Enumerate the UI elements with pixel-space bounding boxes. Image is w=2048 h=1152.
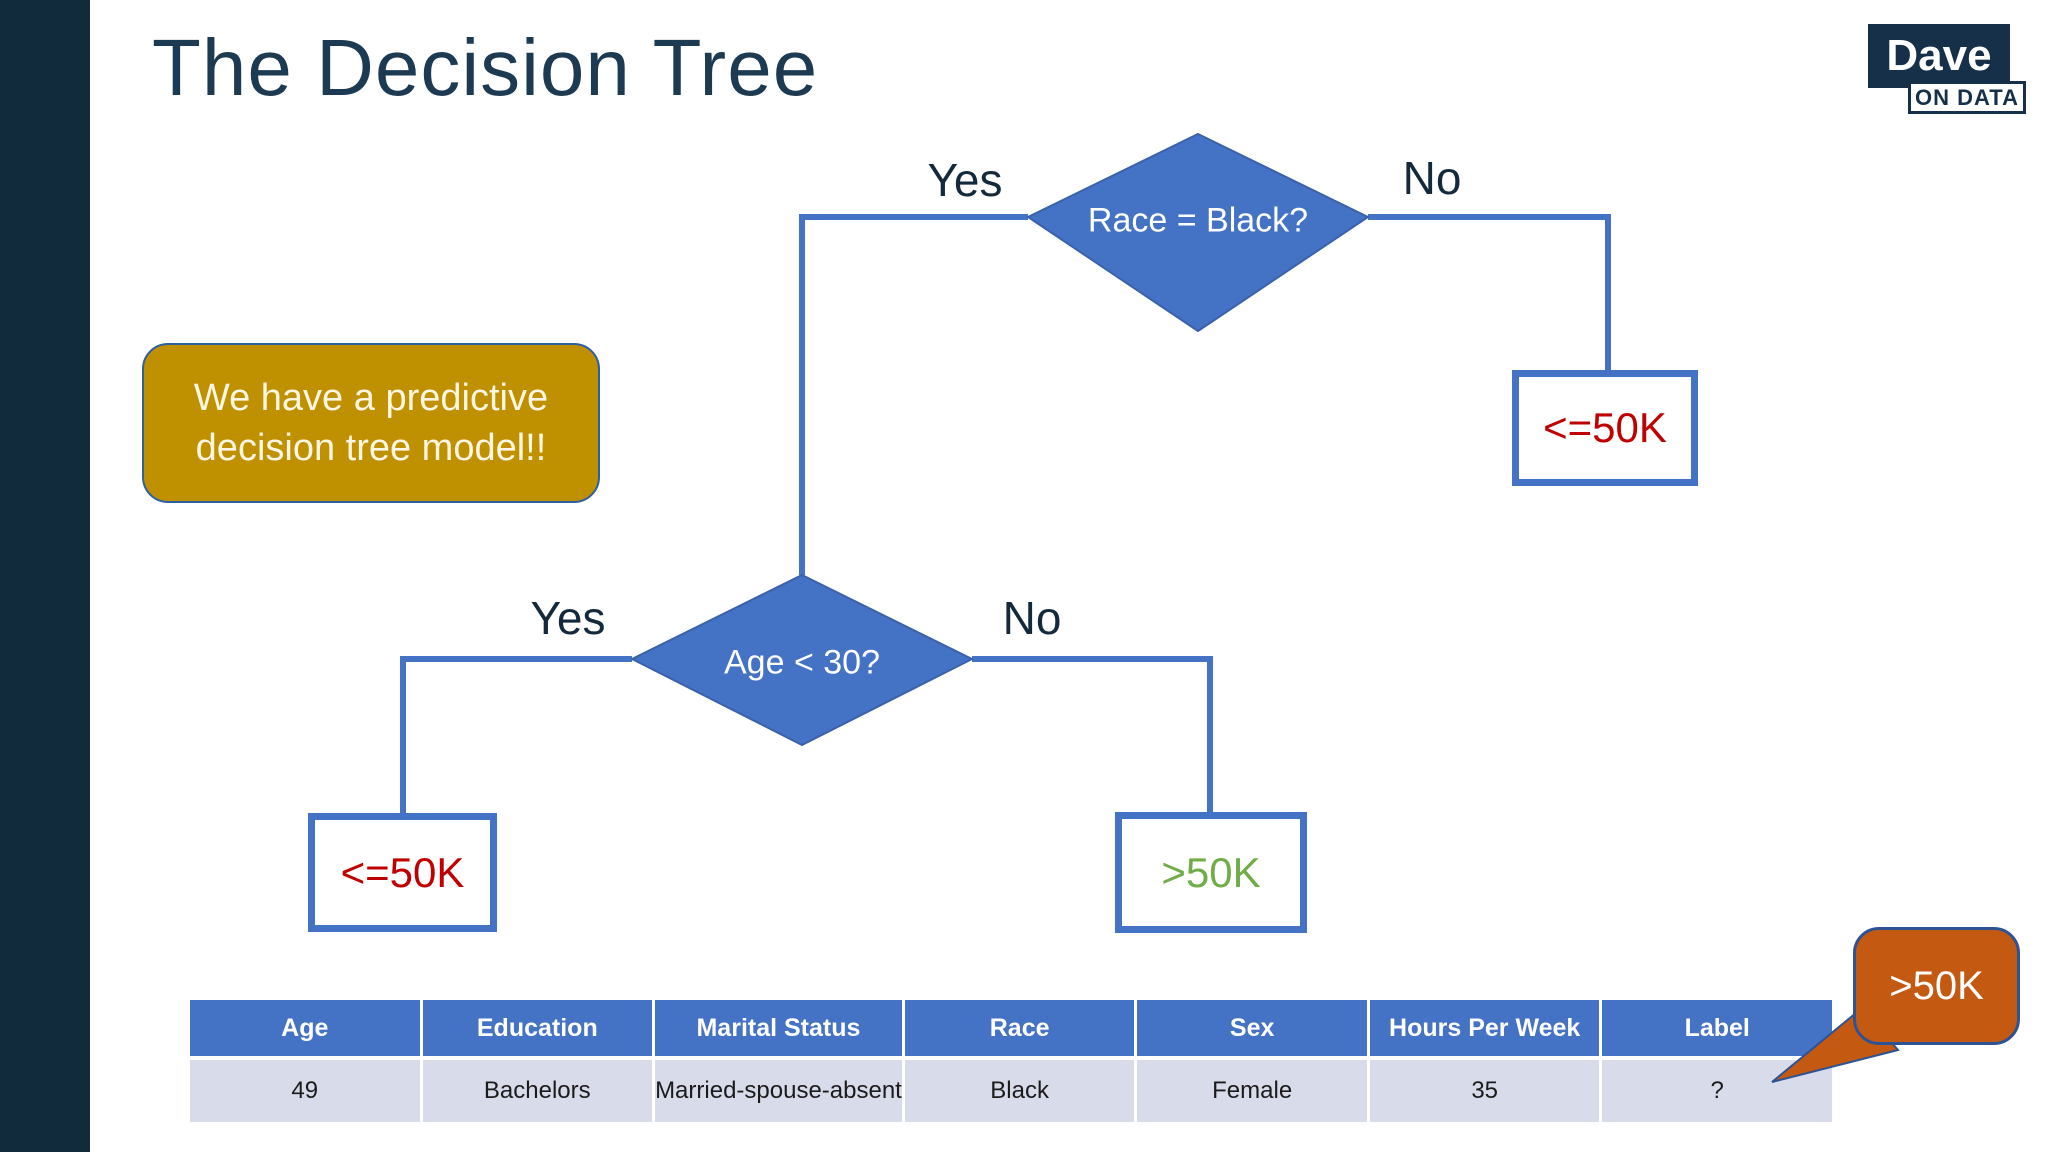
connector-race-no bbox=[1368, 214, 1611, 370]
table-data-cell: Married-spouse-absent bbox=[655, 1060, 902, 1122]
page-title: The Decision Tree bbox=[152, 23, 819, 112]
note-callout: We have a predictive decision tree model… bbox=[142, 343, 600, 503]
table-data-cell: Female bbox=[1137, 1060, 1367, 1122]
connector-age-no bbox=[972, 656, 1213, 812]
branch-label-race-no: No bbox=[1402, 152, 1462, 204]
leaf-label-race-no: <=50K bbox=[1543, 404, 1667, 451]
branch-label-race-yes: Yes bbox=[927, 154, 1003, 206]
prediction-callout: >50K bbox=[1853, 927, 2020, 1045]
data-table: Age Education Marital Status Race Sex Ho… bbox=[190, 1000, 1832, 1122]
logo-secondary-text: ON DATA bbox=[1915, 84, 2019, 110]
table-data-cell: 49 bbox=[190, 1060, 420, 1122]
table-data-cell: 35 bbox=[1369, 1060, 1600, 1122]
dave-on-data-logo: Dave ON DATA bbox=[1868, 24, 2026, 114]
table-data-cell: Bachelors bbox=[422, 1060, 653, 1122]
leaf-box-race-no: <=50K bbox=[1512, 370, 1698, 486]
note-callout-text: We have a predictive decision tree model… bbox=[193, 376, 549, 469]
leaf-label-age-no: >50K bbox=[1161, 848, 1261, 896]
leaf-box-age-no: >50K bbox=[1115, 812, 1307, 933]
connector-age-yes bbox=[400, 656, 632, 813]
leaf-box-age-yes: <=50K bbox=[308, 813, 497, 932]
table-header-cell: Age bbox=[190, 1000, 420, 1056]
race-question-label: Race = Black? bbox=[1087, 201, 1309, 240]
logo-primary-text: Dave bbox=[1886, 31, 1992, 80]
age-question-label: Age < 30? bbox=[724, 643, 880, 682]
leaf-label-age-yes: <=50K bbox=[340, 848, 465, 896]
prediction-callout-text: >50K bbox=[1889, 963, 1984, 1008]
connector-race-yes bbox=[799, 214, 1028, 575]
table-header-cell: Sex bbox=[1137, 1000, 1367, 1056]
table-header-cell: Marital Status bbox=[655, 1000, 902, 1056]
logo-primary-box: Dave bbox=[1868, 24, 2010, 88]
logo-secondary-box: ON DATA bbox=[1908, 81, 2026, 114]
table-header-cell: Education bbox=[422, 1000, 653, 1056]
table-header-cell: Hours Per Week bbox=[1369, 1000, 1600, 1056]
table-header-cell: Race bbox=[904, 1000, 1135, 1056]
branch-label-age-yes: Yes bbox=[530, 592, 606, 644]
left-accent-bar bbox=[0, 0, 90, 1152]
table-data-cell: ? bbox=[1602, 1060, 1832, 1122]
branch-label-age-no: No bbox=[1002, 592, 1062, 644]
table-header-cell: Label bbox=[1602, 1000, 1832, 1056]
table-data-cell: Black bbox=[904, 1060, 1135, 1122]
